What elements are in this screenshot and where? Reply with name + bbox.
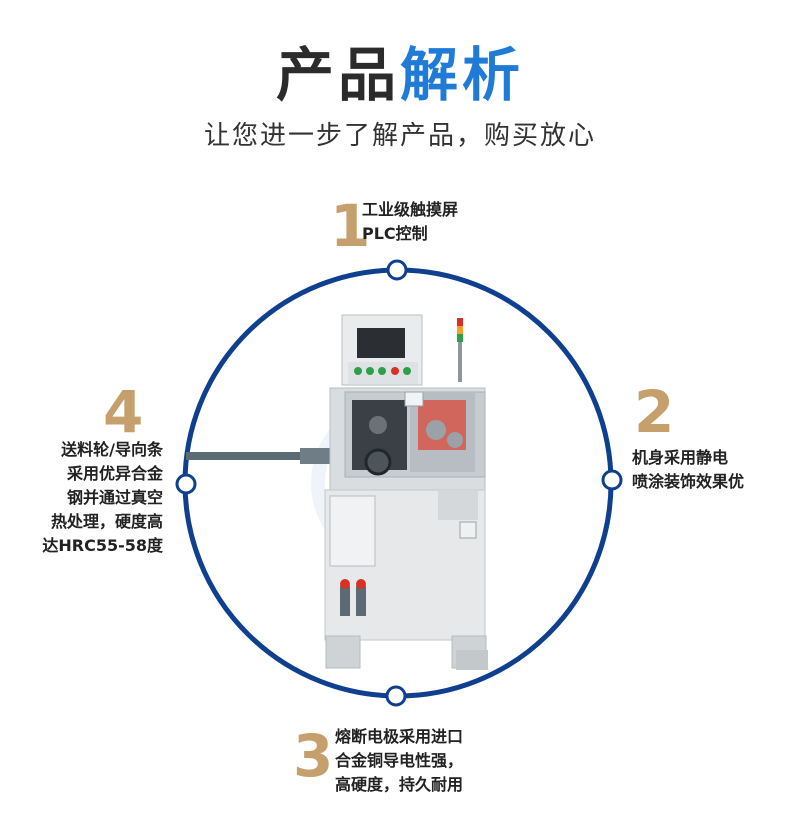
feature-4-line-2: 采用优异合金 (66, 464, 163, 483)
feature-3-number: 3 (293, 722, 334, 790)
marker-dot-bottom (385, 685, 407, 707)
title-part-blue: 解析 (400, 41, 525, 109)
page-subtitle: 让您进一步了解产品，购买放心 (203, 121, 596, 151)
marker-dot-top (386, 259, 408, 281)
feature-4-line-1: 送料轮/导向条 (61, 440, 163, 459)
feature-3-line-2: 合金铜导电性强， (335, 751, 464, 770)
feature-2-line-2: 喷涂装饰效果优 (632, 472, 745, 491)
page-title: 产品解析 (0, 40, 800, 110)
feature-2-number: 2 (634, 378, 675, 446)
feature-3-line-3: 高硬度，持久耐用 (335, 775, 464, 794)
marker-dot-right (601, 469, 623, 491)
title-part-dark: 产品 (275, 41, 400, 109)
feature-1-number: 1 (330, 192, 371, 260)
feature-3-text: 熔断电极采用进口 合金铜导电性强， 高硬度，持久耐用 (335, 725, 463, 797)
marker-dot-left (175, 473, 197, 495)
feature-1-text: 工业级触摸屏 PLC控制 (362, 198, 458, 246)
feature-4-line-4: 热处理，硬度高 (50, 512, 163, 531)
feature-2-text: 机身采用静电 喷涂装饰效果优 (632, 446, 744, 494)
feature-4-line-3: 钢并通过真空 (66, 488, 163, 507)
feature-4-text: 送料轮/导向条 采用优异合金 钢并通过真空 热处理，硬度高 达HRC55-58度 (42, 438, 163, 558)
feature-4-line-5: 达HRC55-58度 (42, 536, 163, 555)
touch-screen (357, 328, 405, 358)
feature-1-line-1: 工业级触摸屏 (362, 200, 459, 219)
feature-4-number: 4 (103, 378, 144, 446)
feed-bar (186, 452, 336, 460)
feature-1-line-2: PLC控制 (362, 224, 428, 243)
feature-2-line-1: 机身采用静电 (632, 448, 729, 467)
feed-wheel (364, 448, 392, 476)
feature-3-line-1: 熔断电极采用进口 (335, 727, 464, 746)
